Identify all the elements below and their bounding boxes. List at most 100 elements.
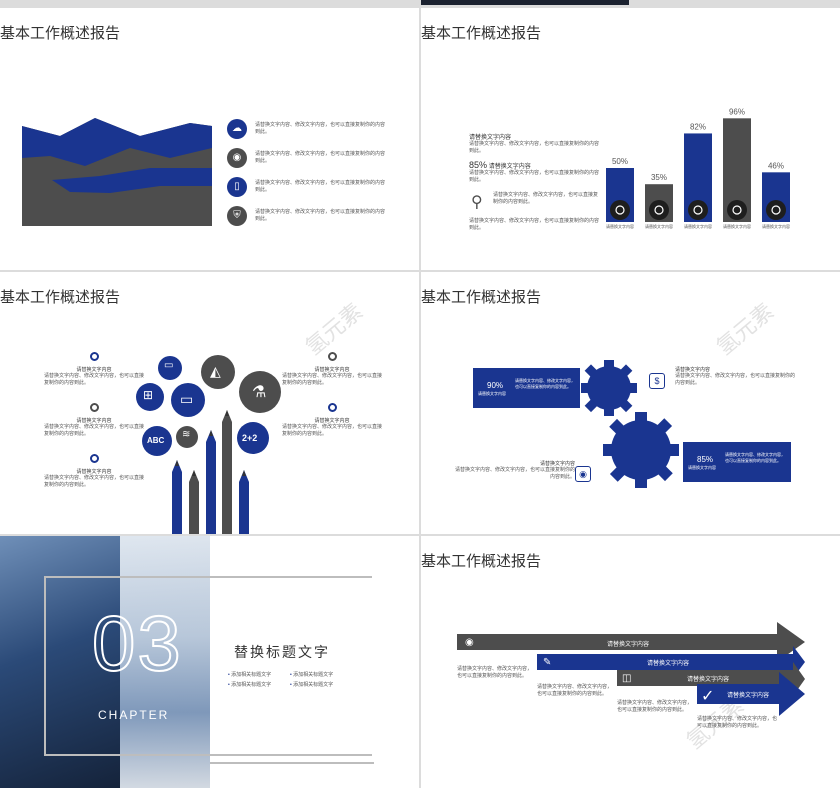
bar-category-label: 请替换文字内容 [723, 223, 751, 229]
bullet-text: 添加相关标题文字 [293, 672, 334, 678]
list-text: 请替换文字内容、修改文字内容，也可以直接复制你的内容到此。 [44, 424, 145, 437]
info-heading: 请替换文字内容 [488, 164, 531, 170]
list-text: 请替换文字内容、修改文字内容，也可以直接复制你的内容到此。 [44, 373, 145, 386]
camera-icon [688, 200, 708, 220]
target-icon [327, 403, 337, 412]
list-item: 请替换文字内容 请替换文字内容、修改文字内容，也可以直接复制你的内容到此。 [44, 399, 144, 438]
info-block: 85% 请替换文字内容 请替换文字内容、修改文字内容，也可以直接复制你的内容到此… [469, 160, 599, 184]
pencil-graphic [136, 355, 281, 534]
target-icon [89, 403, 99, 412]
list-item: 请替换文字内容 请替换文字内容、修改文字内容，也可以直接复制你的内容到此。 [282, 348, 382, 387]
note-block: 请替换文字内容 请替换文字内容、修改文字内容，也可以直接复制你的内容到此。 [675, 366, 795, 387]
list-heading: 请替换文字内容 [314, 418, 350, 424]
list-text: 请替换文字内容、修改文字内容，也可以直接复制你的内容到此。 [44, 475, 145, 488]
chapter-label: CHAPTER [98, 708, 170, 722]
list-item: 请替换文字内容 请替换文字内容、修改文字内容，也可以直接复制你的内容到此。 [44, 450, 144, 489]
dna-icon: ≋ [182, 429, 191, 440]
stat-percent: 90% [487, 381, 504, 390]
satellite-icon-glyph [654, 205, 664, 215]
flowchart-bubble [136, 383, 164, 411]
pencil [206, 430, 216, 534]
abc-bubble [142, 426, 172, 456]
slide-3[interactable]: 基本工作概述报告 氢元素 请替换文字内容 请替换文字内容、修改文字内容，也可以直… [0, 272, 419, 534]
laptop-bubble [171, 383, 205, 417]
laptop-icon: ▭ [180, 391, 194, 407]
slide-6[interactable]: 基本工作概述报告 氢元素 ◉ ✎ ◫ ✓ 请替换文字内容 请替换文字内容 请替换… [421, 536, 840, 788]
ruler-bubble [158, 356, 182, 380]
compass-icon: ◭ [210, 363, 221, 379]
frame-bottom-line [210, 762, 374, 764]
arrow-step [617, 662, 805, 696]
bullet-item: • 添加相关标题文字 [290, 672, 334, 678]
list-item: 请替换文字内容 请替换文字内容、修改文字内容，也可以直接复制你的内容到此。 [282, 399, 382, 438]
slide-title: 基本工作概述报告 [421, 25, 542, 42]
slide-1[interactable]: 基本工作概述报告 ☁ 请替换文字内容、修改文字内容，也可以直接复制你的内容到此。… [0, 8, 419, 270]
math-icon-label: 2+2 [242, 433, 258, 443]
step-text: 请替换文字内容、修改文字内容，也可以直接复制你的内容到此。 [697, 716, 778, 729]
ruler-icon: ▭ [164, 360, 174, 371]
bar-value-label: 50% [612, 157, 628, 166]
frame [44, 576, 372, 756]
slide-5[interactable]: 03 CHAPTER 替换标题文字 • 添加相关标题文字 • 添加相关标题文字 … [0, 536, 419, 788]
slide-title: 基本工作概述报告 [421, 289, 542, 306]
arrow-label: 请替换文字内容 [647, 661, 690, 667]
chapter-number: 03 [91, 598, 183, 688]
target-icon [89, 352, 99, 361]
bar-value-label: 82% [690, 122, 706, 131]
flask-bubble [239, 371, 281, 413]
info-block: 请替换文字内容 请替换文字内容、修改文字内容，也可以直接复制你的内容到此。 [469, 132, 599, 155]
flask-icon: ⚗ [252, 384, 267, 401]
phone-icon: ▯ [227, 177, 247, 197]
step-text: 请替换文字内容、修改文字内容，也可以直接复制你的内容到此。 [457, 666, 533, 679]
arrow-steps-graphic [457, 622, 805, 716]
bullet-text: 添加相关标题文字 [231, 682, 272, 688]
slide-title: 基本工作概述报告 [0, 289, 121, 306]
bar-chart: 50%请替换文字内容35%请替换文字内容82%请替换文字内容96%请替换文字内容… [606, 107, 790, 229]
shield-icon: ⛨ [227, 206, 247, 226]
gear-large [603, 412, 679, 488]
target-icon [327, 352, 337, 361]
list-heading: 请替换文字内容 [314, 367, 350, 373]
arrow-step [697, 672, 805, 716]
slide-title: 基本工作概述报告 [421, 553, 542, 570]
list-item-text: 请替换文字内容、修改文字内容，也可以直接复制你的内容到此。 [255, 209, 386, 222]
dollar-icon: $ [649, 373, 665, 389]
list-text: 请替换文字内容、修改文字内容，也可以直接复制你的内容到此。 [282, 424, 383, 437]
bullet-item: • 添加相关标题文字 [228, 672, 272, 678]
bar-category-label: 请替换文字内容 [606, 223, 634, 229]
cloud-upload-icon: ☁ [227, 119, 247, 139]
section-heading: 替换标题文字 [234, 644, 330, 660]
picture-icon-glyph [732, 205, 742, 215]
picture-icon [727, 200, 747, 220]
list-heading: 请替换文字内容 [76, 469, 112, 475]
pencil [172, 460, 182, 534]
monitor-icon [610, 200, 630, 220]
note-heading: 请替换文字内容 [539, 461, 575, 467]
gear-small [581, 360, 637, 416]
mountain-graphic [22, 118, 212, 226]
list-item: 请替换文字内容 请替换文字内容、修改文字内容，也可以直接复制你的内容到此。 [44, 348, 144, 387]
info-text: 请替换文字内容、修改文字内容，也可以直接复制你的内容到此。 [469, 170, 600, 183]
note-text: 请替换文字内容、修改文字内容，也可以直接复制你的内容到此。 [675, 373, 796, 386]
disc-icon-glyph [771, 205, 781, 215]
abc-icon-label: ABC [147, 436, 165, 445]
stat-label: 请替换文字内容 [478, 391, 506, 396]
flowchart-icon: ⊞ [143, 388, 154, 402]
slide-2[interactable]: 基本工作概述报告 请替换文字内容 请替换文字内容、修改文字内容，也可以直接复制你… [421, 8, 840, 270]
info-text: 请替换文字内容、修改文字内容，也可以直接复制你的内容到此。 [469, 141, 600, 154]
dna-bubble [176, 426, 198, 448]
slide-4[interactable]: 基本工作概述报告 氢元素 90% 请替换文字内容 请替换文字内容、修改文字内容，… [421, 272, 840, 534]
info-percent: 85% [469, 160, 488, 170]
math-bubble [237, 422, 269, 454]
satellite-icon [649, 200, 669, 220]
stat-text: 请替换文字内容、修改文字内容，也可以直接复制你的内容到此。 [515, 378, 575, 389]
pencil [189, 470, 199, 534]
list-item-text: 请替换文字内容、修改文字内容，也可以直接复制你的内容到此。 [255, 151, 386, 164]
stat-box: 90% 请替换文字内容 请替换文字内容、修改文字内容，也可以直接复制你的内容到此… [473, 368, 580, 408]
bar-category-label: 请替换文字内容 [762, 223, 790, 229]
list-text: 请替换文字内容、修改文字内容，也可以直接复制你的内容到此。 [282, 373, 383, 386]
bar-category-label: 请替换文字内容 [645, 223, 673, 229]
lightbulb-icon: ◉ [575, 466, 591, 482]
bullet-item: • 添加相关标题文字 [290, 682, 334, 688]
arrow-step [457, 622, 805, 662]
